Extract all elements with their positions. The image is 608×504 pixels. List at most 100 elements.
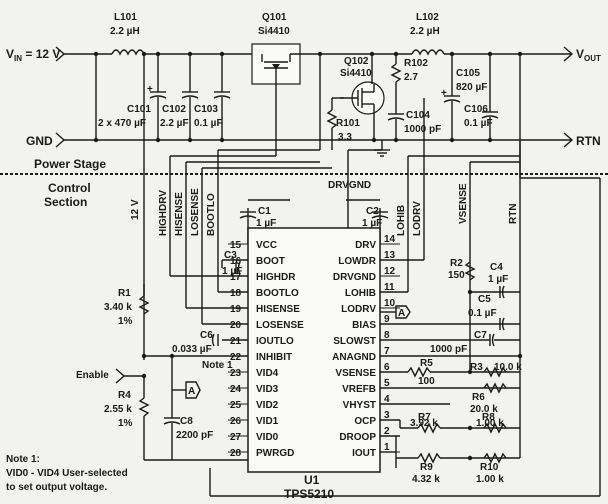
ic-pin-number: 5 [384, 378, 390, 389]
c101-value: 2 x 470 µF [98, 118, 146, 129]
enable-arrow[interactable] [115, 368, 126, 384]
ic-pin-number: 3 [384, 410, 390, 421]
r3-ref: R3 [470, 362, 483, 373]
ic-pin-number: 18 [230, 288, 242, 299]
net-highdrv: HIGHDRV [158, 190, 169, 236]
r102-value: 2.7 [404, 72, 418, 83]
c5-value: 0.1 µF [468, 308, 497, 319]
ic-pin-name: INHIBIT [256, 352, 292, 363]
l102-ref: L102 [416, 12, 439, 23]
note-ref-label: Note 1 [202, 360, 233, 371]
svg-text:A: A [398, 308, 405, 319]
control-section-label-2: Section [44, 195, 87, 209]
net-hisense: HISENSE [174, 192, 185, 236]
net-rtn: RTN [508, 203, 519, 224]
c6-value: 0.033 µF [172, 344, 212, 355]
gnd-terminal-arrow [55, 132, 66, 148]
ic-pin-number: 13 [384, 250, 396, 261]
r101-value: 3.3 [338, 132, 352, 143]
vout-terminal-arrow [563, 46, 574, 62]
svg-text:+: + [441, 88, 447, 99]
r10-ref: R10 [480, 462, 499, 473]
r5-value: 100 [418, 376, 435, 387]
ic-ref: U1 [304, 473, 320, 487]
ic-left-pins: VCC15BOOT16HIGHDR17BOOTLO18HISENSE19LOSE… [228, 240, 304, 459]
r8-value: 1.00 k [476, 418, 504, 429]
c5-ref: C5 [478, 294, 491, 305]
ic-pin-number: 8 [384, 330, 390, 341]
r101-ref: R101 [336, 118, 360, 129]
resistor-r6 [483, 382, 507, 394]
r4-tol: 1% [118, 418, 133, 429]
c104-value: 1000 pF [404, 124, 441, 135]
c104-ref: C104 [406, 110, 430, 121]
ic-pin-name: VID2 [256, 400, 279, 411]
svg-text:A: A [188, 386, 195, 397]
resistor-r1 [138, 295, 150, 315]
resistor-r5 [407, 366, 431, 378]
ic-pin-number: 27 [230, 432, 242, 443]
ic-pin-number: 20 [230, 320, 242, 331]
ic-pin-name: PWRGD [256, 448, 294, 459]
net-lodrv: LODRV [412, 201, 423, 236]
c103-ref: C103 [194, 104, 218, 115]
r8-ref: R8 [482, 412, 495, 423]
r7-ref: R7 [418, 412, 431, 423]
svg-text:+: + [147, 84, 153, 95]
resistor-r4 [138, 397, 150, 417]
c3-value: 1 µF [222, 266, 242, 277]
ic-pin-number: 2 [384, 426, 390, 437]
r7-value: 3.92 k [410, 418, 438, 429]
q102-ref: Q102 [344, 56, 369, 67]
ic-pin-number: 26 [230, 416, 242, 427]
r2-ref: R2 [450, 258, 463, 269]
ic-pin-name: VSENSE [335, 368, 376, 379]
c106-ref: C106 [464, 104, 488, 115]
c102-value: 2.2 µF [160, 118, 189, 129]
ic-pin-number: 9 [384, 314, 390, 325]
c2-ref: C2 [366, 206, 379, 217]
ic-pin-number: 7 [384, 346, 390, 357]
resistor-r7 [417, 422, 441, 434]
r4-ref: R4 [118, 390, 131, 401]
ic-pin-name: OCP [354, 416, 376, 427]
rtn-terminal-arrow [563, 132, 574, 148]
note-line-2: to set output voltage. [6, 482, 107, 493]
ic-pin-name: DRV [355, 240, 376, 251]
net-12v: 12 V [130, 199, 141, 220]
ic-pin-name: LODRV [341, 304, 376, 315]
ic-pin-number: 23 [230, 368, 242, 379]
ic-pin-name: LOHIB [345, 288, 376, 299]
r3-value: 10.0 k [494, 362, 522, 373]
marker-a-right [395, 305, 411, 319]
power-stage-label: Power Stage [34, 157, 106, 171]
c7-value: 1000 pF [430, 344, 467, 355]
c6-ref: C6 [200, 330, 213, 341]
c101-ref: C101 [127, 104, 151, 115]
c7-ref: C7 [474, 330, 487, 341]
ic-pin-number: 10 [384, 298, 396, 309]
net-drvgnd: DRVGND [328, 180, 371, 191]
ic-pin-name: VHYST [343, 400, 376, 411]
c1-value: 1 µF [256, 218, 276, 229]
net-lohib: LOHIB [396, 205, 407, 236]
ic-pin-number: 12 [384, 266, 396, 277]
r9-value: 4.32 k [412, 474, 440, 485]
ic-pin-number: 17 [230, 272, 242, 283]
r6-ref: R6 [472, 392, 485, 403]
gnd-label: GND [26, 134, 53, 148]
r1-tol: 1% [118, 316, 133, 327]
inductor-l101 [111, 49, 145, 56]
resistor-r8 [483, 422, 507, 434]
r6-value: 20.0 k [470, 404, 498, 415]
c105-ref: C105 [456, 68, 480, 79]
ic-pin-number: 25 [230, 400, 242, 411]
ic-pin-number: 15 [230, 240, 242, 251]
resistor-r3 [483, 366, 507, 378]
ic-pin-name: VID1 [256, 416, 279, 427]
r2-value: 150 [448, 270, 465, 281]
ic-pin-name: LOWDR [338, 256, 377, 267]
note-line-1: VID0 - VID4 User-selected [6, 468, 128, 479]
vout-label: VOUT [576, 47, 601, 63]
